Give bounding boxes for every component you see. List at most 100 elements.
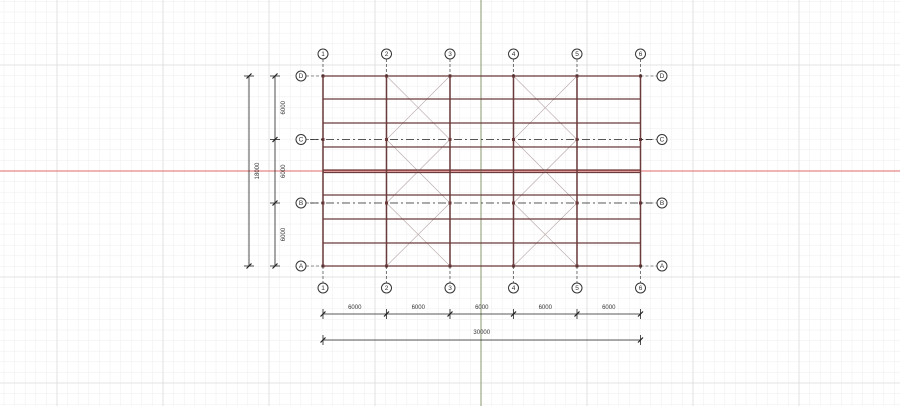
axis-bubble-circle xyxy=(444,282,456,294)
column-axis-bubble-bottom: 4 xyxy=(508,282,519,294)
column-axis-bubbles-bottom: 1 2 3 4 5 6 xyxy=(317,266,646,294)
axis-bubble-label: 5 xyxy=(575,285,579,292)
dimension-tick xyxy=(383,311,390,317)
dimension-tick xyxy=(510,311,517,317)
axis-bubble-label: D xyxy=(299,73,304,80)
axis-bubble-label: D xyxy=(660,73,665,80)
row-axis-bubble-left: B xyxy=(295,197,307,209)
row-axis-bubble-left: D xyxy=(295,70,307,82)
axis-bubble-label: 1 xyxy=(321,51,325,58)
axis-bubble-circle xyxy=(656,260,668,272)
axis-bubble-label: 3 xyxy=(448,285,452,292)
column-marker xyxy=(512,201,515,205)
row-axis-bubble-right: B xyxy=(656,197,668,209)
row-axis-bubble-right: D xyxy=(656,70,668,82)
dimension-label: 6000 xyxy=(281,164,287,178)
vertical-dimensions: 6000 6000 6000 18000 xyxy=(244,73,287,269)
axis-bubble-label: 5 xyxy=(575,51,579,58)
axis-bubble-label: 6 xyxy=(639,51,643,58)
dimension-tick xyxy=(272,263,278,269)
dimension-total-label: 30000 xyxy=(473,330,490,336)
column-marker xyxy=(448,138,452,141)
column-axis-bubbles-top: 1 2 3 4 5 6 xyxy=(317,48,646,76)
structural-frame[interactable] xyxy=(321,74,643,268)
axis-bubble-circle xyxy=(317,282,329,294)
row-axis-bubble-right: C xyxy=(656,134,668,145)
axis-bubble-circle xyxy=(635,282,646,294)
column-axis-bubble-top: 2 xyxy=(381,48,392,60)
dimension-tick xyxy=(320,337,326,343)
column-axis-bubble-top: 3 xyxy=(444,48,456,60)
axis-bubble-label: 4 xyxy=(512,285,516,292)
column-marker xyxy=(385,201,388,205)
axis-bubble-circle xyxy=(444,48,456,60)
axis-bubble-circle xyxy=(656,197,668,209)
dimension-label: 6000 xyxy=(281,100,287,114)
horizontal-dimensions: 6000 6000 6000 6000 6000 30000 xyxy=(320,305,644,345)
dimension-tick xyxy=(447,311,453,317)
dimension-label: 6000 xyxy=(281,227,287,241)
dimension-tick xyxy=(246,263,252,269)
column-axis-bubble-bottom: 3 xyxy=(444,282,456,294)
axis-bubble-circle xyxy=(656,70,668,82)
column-axis-bubble-top: 4 xyxy=(508,48,519,60)
axis-bubble-label: B xyxy=(299,200,303,207)
axis-bubble-circle xyxy=(295,197,307,209)
dimension-label: 6000 xyxy=(602,305,616,311)
dimension-label: 6000 xyxy=(348,305,362,311)
axis-bubble-label: 6 xyxy=(639,285,643,292)
row-axis-bubbles-right: A B C D xyxy=(640,70,668,272)
dimension-tick xyxy=(272,200,278,206)
column-axis-bubble-bottom: 1 xyxy=(317,282,329,294)
column-marker xyxy=(575,138,579,141)
axis-bubble-label: A xyxy=(660,263,665,270)
brace-line xyxy=(386,139,451,204)
dimension-label: 6000 xyxy=(475,305,489,311)
dimension-label: 6000 xyxy=(412,305,426,311)
column-axis-bubble-top: 5 xyxy=(571,48,583,60)
brace-line xyxy=(513,75,578,140)
dimension-tick xyxy=(637,311,644,317)
dimension-label: 6000 xyxy=(539,305,553,311)
axis-bubble-label: C xyxy=(299,136,304,143)
brace-line xyxy=(386,75,451,140)
axis-bubble-circle xyxy=(635,48,646,60)
dimension-tick xyxy=(272,73,278,79)
axis-bubble-circle xyxy=(381,48,392,60)
row-axis-bubble-left: C xyxy=(295,134,307,145)
axis-bubble-circle xyxy=(295,70,307,82)
axis-bubble-label: 4 xyxy=(512,51,516,58)
axis-bubble-circle xyxy=(508,282,519,294)
axis-bubble-label: C xyxy=(660,136,665,143)
column-marker xyxy=(512,138,515,141)
column-axis-bubble-top: 6 xyxy=(635,48,646,60)
column-marker xyxy=(385,138,388,141)
row-axis-bubbles-left: A B C D xyxy=(295,70,323,272)
column-axis-bubble-bottom: 5 xyxy=(571,282,583,294)
dimension-total-label: 18000 xyxy=(255,162,261,179)
axis-bubble-circle xyxy=(571,282,583,294)
axis-bubble-label: 3 xyxy=(448,51,452,58)
column-marker xyxy=(448,201,452,205)
column-axis-bubble-bottom: 2 xyxy=(381,282,392,294)
axis-bubble-circle xyxy=(508,48,519,60)
axis-bubble-label: A xyxy=(299,263,304,270)
brace-line xyxy=(513,202,578,267)
dimension-tick xyxy=(637,337,644,343)
axis-bubble-label: 2 xyxy=(385,285,389,292)
row-axis-bubble-left: A xyxy=(295,260,307,272)
dimension-tick xyxy=(246,73,252,79)
axis-bubble-circle xyxy=(571,48,583,60)
axis-bubble-circle xyxy=(656,134,668,145)
bracing-group xyxy=(386,75,578,267)
column-marker xyxy=(575,201,579,205)
brace-line xyxy=(386,202,451,267)
row-axis-bubble-right: A xyxy=(656,260,668,272)
axis-bubble-circle xyxy=(295,260,307,272)
dimension-tick xyxy=(320,311,326,317)
axis-bubble-label: 1 xyxy=(321,285,325,292)
axis-bubble-circle xyxy=(317,48,329,60)
axis-bubble-label: 2 xyxy=(385,51,389,58)
column-axis-bubble-bottom: 6 xyxy=(635,282,646,294)
